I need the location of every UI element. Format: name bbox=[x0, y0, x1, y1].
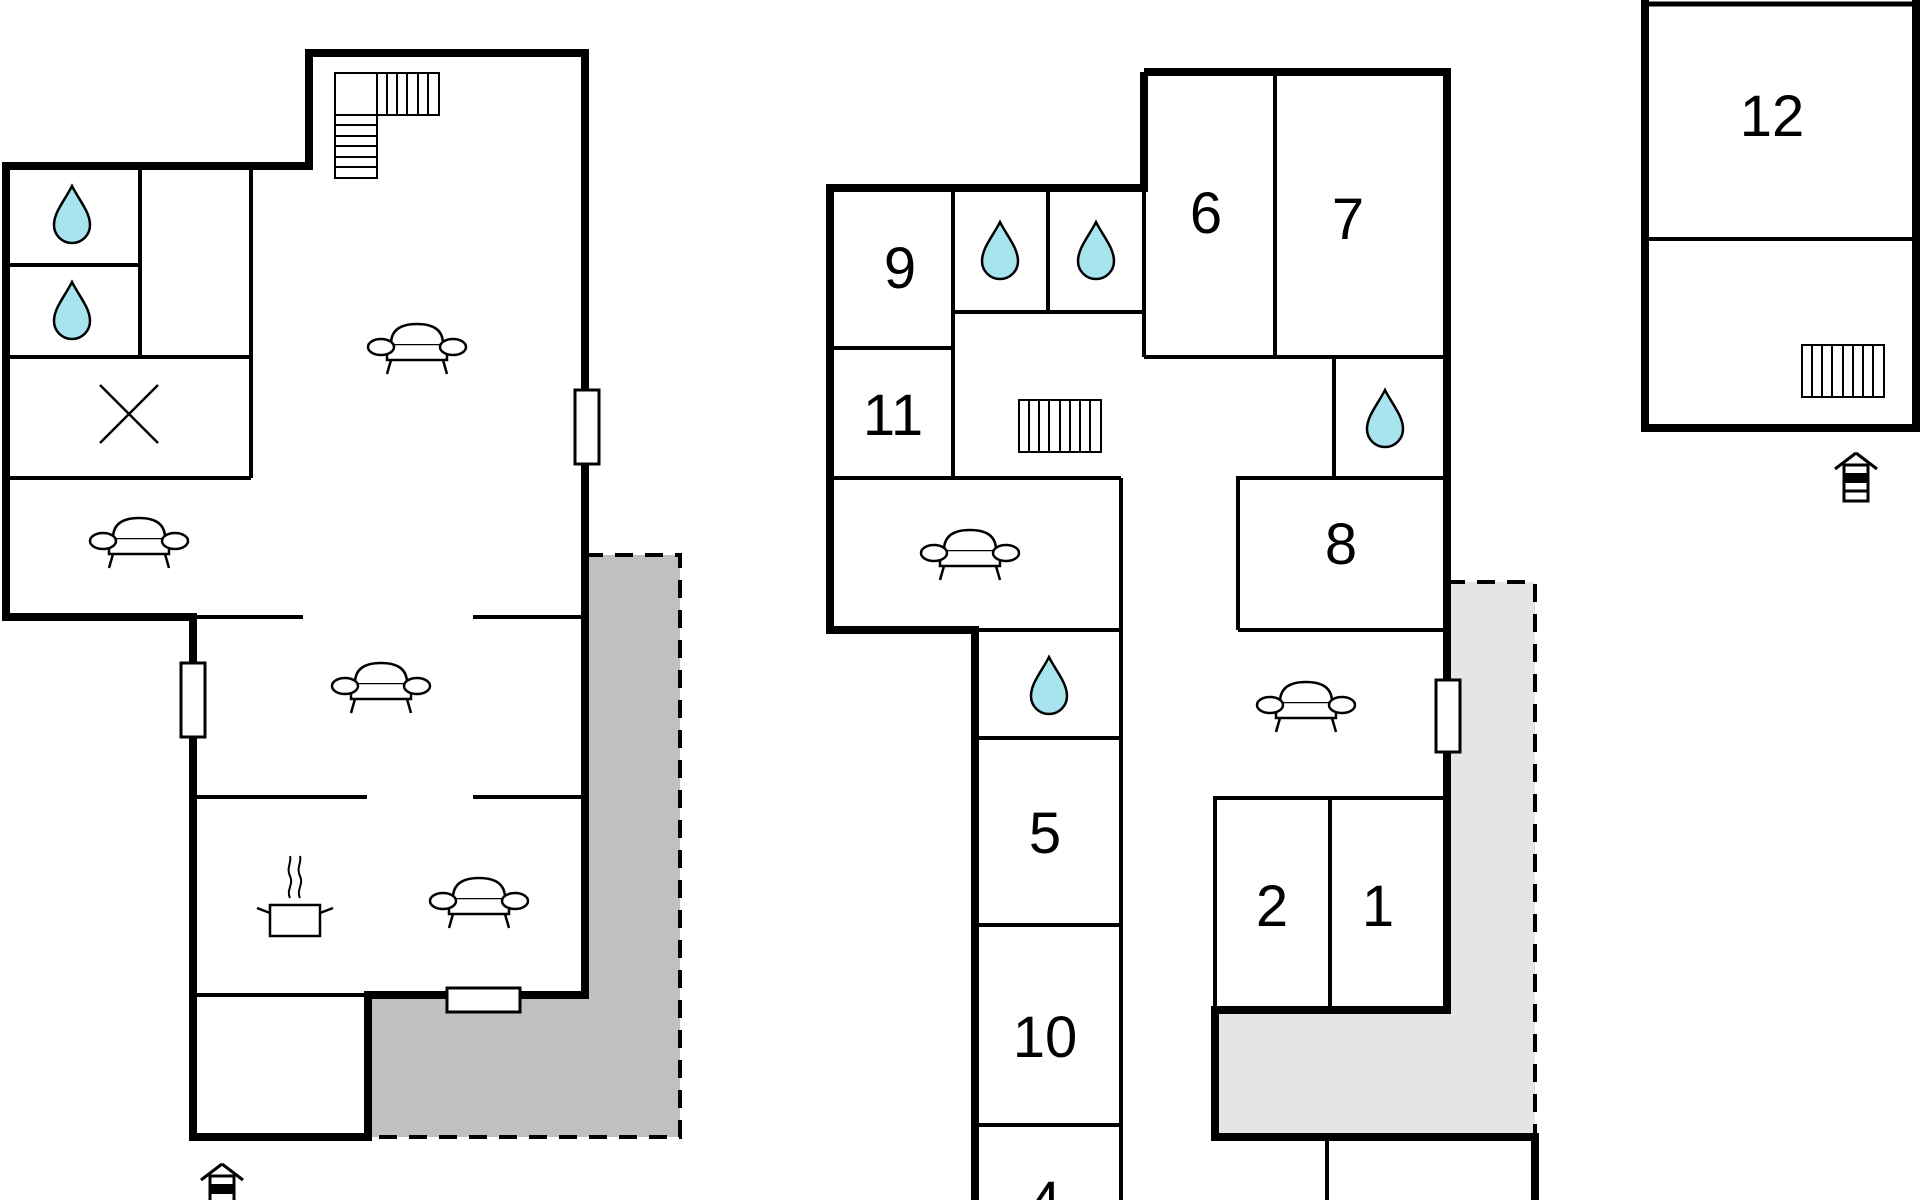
sofa-icon bbox=[428, 876, 530, 930]
room-number-2: 2 bbox=[1256, 874, 1288, 939]
room-number-6: 6 bbox=[1190, 181, 1222, 246]
right-building: 12 bbox=[1641, 0, 1920, 503]
entrance-icon bbox=[199, 1162, 245, 1200]
sofa-icon bbox=[919, 528, 1021, 582]
room-number-8: 8 bbox=[1325, 512, 1357, 577]
room-number-9: 9 bbox=[884, 236, 916, 301]
entrance-icon bbox=[1833, 451, 1879, 503]
cross-mark-icon bbox=[99, 384, 159, 444]
window bbox=[179, 661, 207, 739]
window bbox=[445, 986, 522, 1014]
outer-wall-right bbox=[1641, 0, 1920, 432]
cooking-pot-icon bbox=[256, 855, 334, 938]
window bbox=[573, 388, 601, 466]
room-number-1: 1 bbox=[1362, 874, 1394, 939]
room-number-7: 7 bbox=[1332, 187, 1364, 252]
room-number-5: 5 bbox=[1029, 801, 1061, 866]
sofa-icon bbox=[1255, 680, 1357, 734]
room-number-10: 10 bbox=[1013, 1005, 1078, 1070]
water-drop-icon bbox=[1365, 388, 1405, 449]
terrace-middle bbox=[1215, 582, 1535, 1137]
stairs-icon bbox=[1018, 399, 1102, 453]
outer-wall-left bbox=[2, 49, 589, 1141]
sofa-icon bbox=[366, 322, 468, 376]
water-drop-icon bbox=[1029, 655, 1069, 716]
room-number-12: 12 bbox=[1740, 84, 1805, 149]
terrace-left-border bbox=[368, 553, 682, 1139]
left-building bbox=[2, 49, 682, 1200]
terrace-middle-border bbox=[1447, 580, 1537, 1137]
room-number-11: 11 bbox=[863, 383, 923, 448]
water-drop-icon bbox=[52, 280, 92, 341]
water-drop-icon bbox=[1076, 220, 1116, 281]
interior-walls-middle bbox=[834, 76, 1443, 1200]
terrace-left bbox=[368, 555, 680, 1137]
middle-building: 9 11 6 7 8 5 10 4 2 1 bbox=[826, 68, 1539, 1200]
room-number-4: 4 bbox=[1029, 1170, 1061, 1200]
stairs-icon bbox=[1801, 344, 1885, 398]
water-drop-icon bbox=[52, 184, 92, 245]
sofa-icon bbox=[88, 516, 190, 570]
stairs-icon bbox=[334, 72, 440, 179]
window bbox=[1434, 678, 1462, 754]
sofa-icon bbox=[330, 661, 432, 715]
water-drop-icon bbox=[980, 220, 1020, 281]
interior-walls-left bbox=[6, 170, 585, 997]
